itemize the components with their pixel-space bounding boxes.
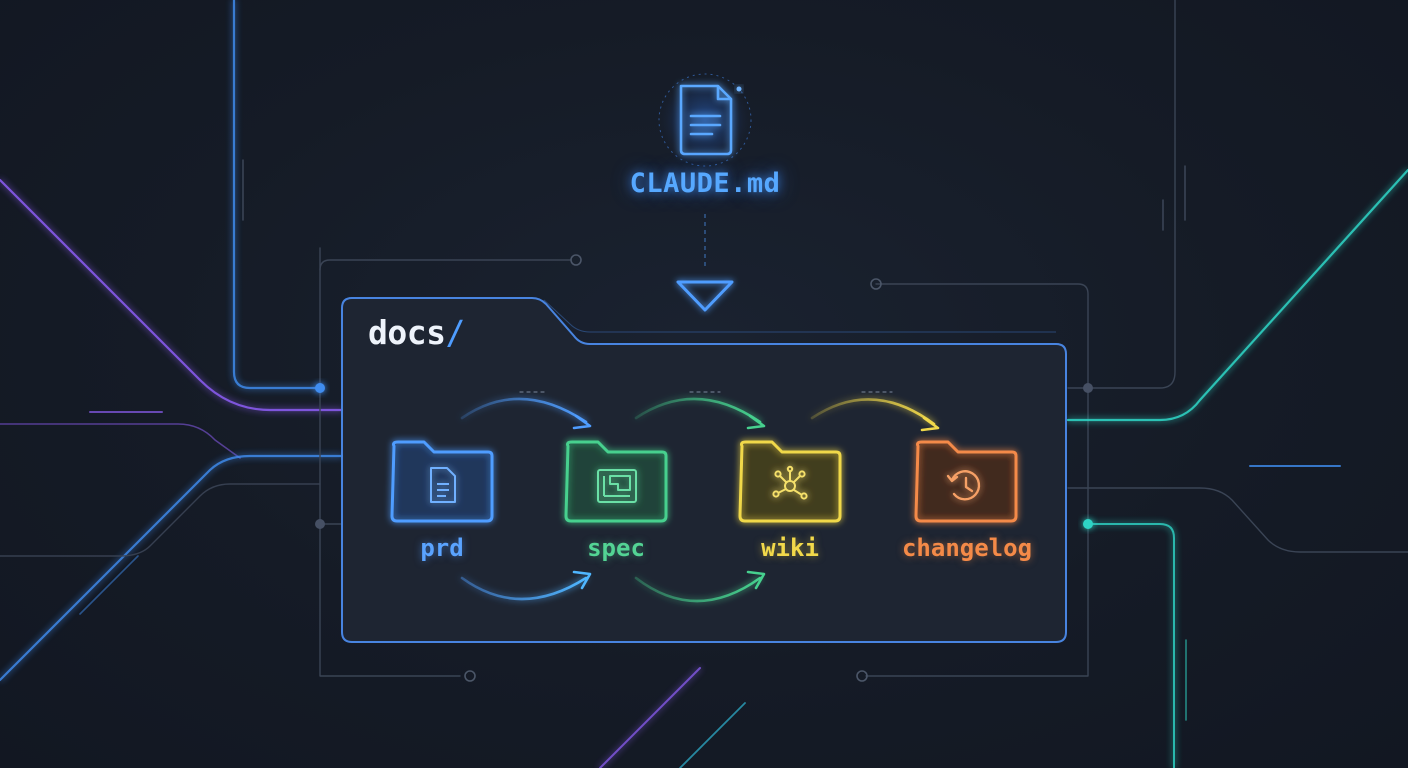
folder-prd-icon <box>390 440 494 523</box>
network-icon <box>772 465 808 500</box>
circuit-node <box>1083 383 1093 393</box>
folder-wiki-icon <box>738 440 842 523</box>
circuit-node <box>1083 519 1093 529</box>
flow-arrow <box>634 576 762 603</box>
folder-changelog-icon <box>914 440 1018 523</box>
docs-folder-name: docs <box>368 313 446 352</box>
circuit-node <box>315 519 325 529</box>
flow-arrow <box>810 398 936 426</box>
circuit-node <box>856 670 868 682</box>
folder-label-spec: spec <box>587 534 645 562</box>
circuit-line <box>0 483 321 557</box>
circuit-line <box>679 702 746 768</box>
document-icon <box>430 467 456 503</box>
flow-arrows-bottom <box>460 570 766 603</box>
circuit-node <box>464 670 476 682</box>
circuit-node <box>570 254 582 266</box>
circuit-line <box>0 454 344 682</box>
folder-label-changelog: changelog <box>901 534 1033 562</box>
docs-folder-title: docs/ <box>368 313 465 352</box>
flow-arrow <box>460 397 588 424</box>
flow-arrow <box>634 397 762 424</box>
circuit-line <box>1067 0 1176 389</box>
folder-label-prd: prd <box>420 534 464 562</box>
circuit-line <box>0 423 241 459</box>
circuit-line <box>865 283 1089 677</box>
folder-spec-icon <box>564 440 668 523</box>
circuit-nodes <box>315 254 1093 682</box>
blueprint-icon <box>597 469 637 503</box>
circuit-line <box>1066 168 1408 422</box>
source-file-node <box>657 72 753 168</box>
circuit-line <box>1087 523 1175 768</box>
circuit-line <box>319 259 571 271</box>
circuit-node <box>870 278 882 290</box>
circuit-line <box>79 555 139 615</box>
circuit-node <box>315 383 325 393</box>
down-arrow <box>676 214 734 312</box>
circuit-line <box>1067 487 1408 553</box>
circuit-line <box>599 667 701 768</box>
flow-arrows-top <box>460 391 940 432</box>
document-icon <box>679 84 733 156</box>
folder-label-wiki: wiki <box>761 534 819 562</box>
circuit-line <box>232 0 324 390</box>
circuit-line <box>0 178 344 412</box>
history-icon <box>946 470 981 501</box>
flow-arrow <box>460 576 588 601</box>
path-separator: / <box>445 313 465 352</box>
source-file-label: CLAUDE.md <box>629 168 781 199</box>
docs-panel <box>341 297 1067 643</box>
